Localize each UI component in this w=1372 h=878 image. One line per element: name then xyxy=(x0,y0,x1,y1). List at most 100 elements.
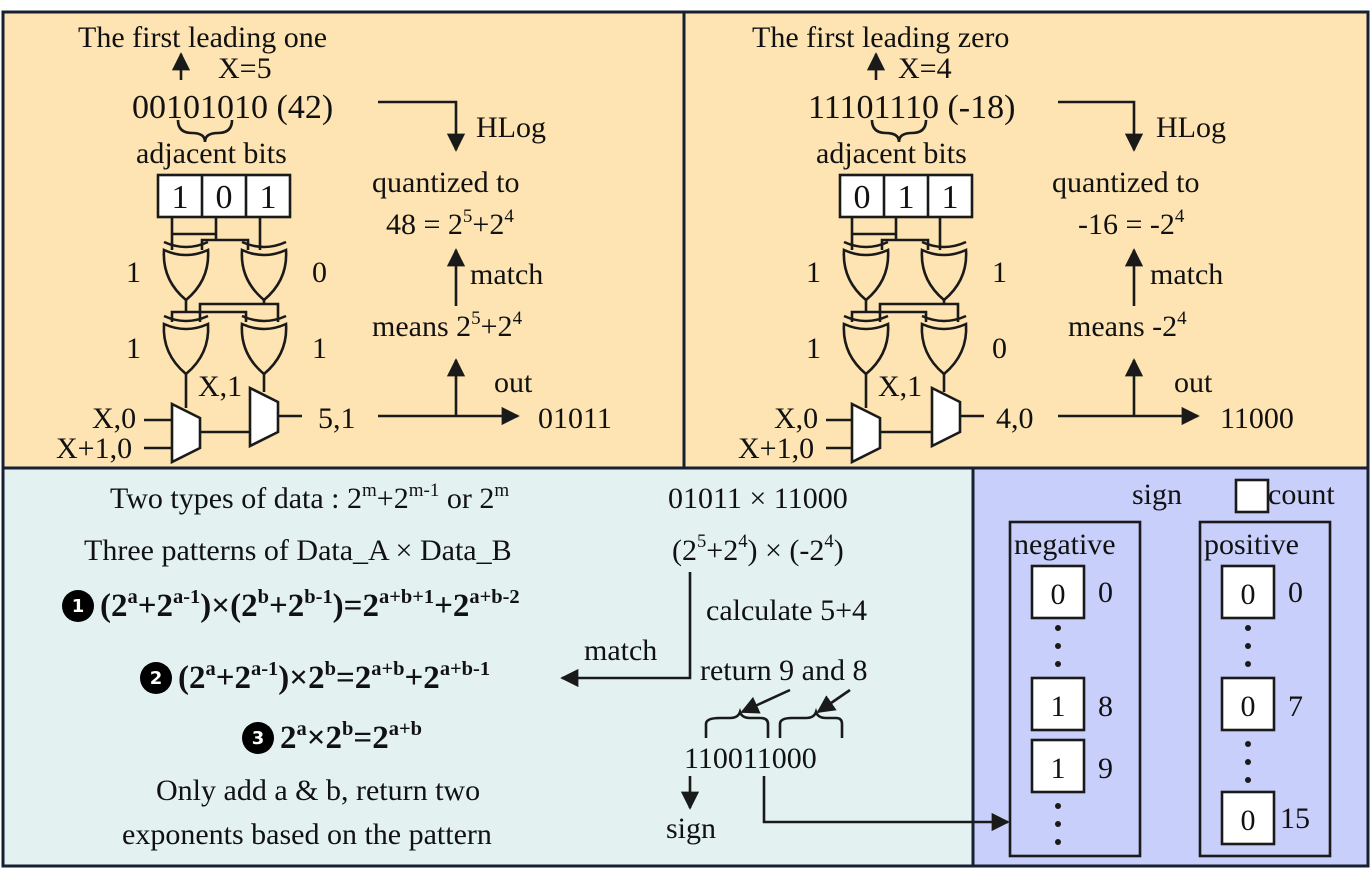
tr-adjacent-label: adjacent bits xyxy=(816,137,967,170)
tl-quantized-value: 48 = 25+24 xyxy=(386,206,514,241)
tr-mux-x1: X,1 xyxy=(878,370,922,403)
positive-cell-value: 0 xyxy=(1241,578,1256,611)
bottom-left-patterns: Two types of data : 2m+2m-1 or 2m Three … xyxy=(62,480,1010,851)
tr-quantized-to: quantized to xyxy=(1052,166,1199,199)
negative-cell-index: 9 xyxy=(1098,752,1113,785)
tr-bit-box xyxy=(838,173,974,219)
tl-match: match xyxy=(470,258,543,291)
tl-mux-x10: X+1,0 xyxy=(56,432,132,465)
pattern-1-badge xyxy=(62,590,94,622)
negative-cell xyxy=(1030,564,1086,620)
formula-part: +2 xyxy=(216,660,251,696)
top-right-leading-zero: The first leading zero X=4 11101110 (-18… xyxy=(738,21,1294,465)
tl-xor2-left: 1 xyxy=(126,332,141,365)
bl-bits-out: 110011000 xyxy=(684,742,817,775)
tr-mux xyxy=(850,401,882,465)
formula-part: (2 xyxy=(672,534,697,567)
tl-bit: 1 xyxy=(260,179,277,216)
bl-sign: sign xyxy=(666,812,716,845)
tr-hlog: HLog xyxy=(1156,111,1226,144)
negative-cell-value: 0 xyxy=(1051,578,1066,611)
tl-hlog-arrow xyxy=(378,100,466,152)
formula-part: 4 xyxy=(738,531,747,552)
panel-bottom-right xyxy=(971,466,1370,868)
tr-xor1-left: 1 xyxy=(806,256,821,289)
tr-out-value: 11000 xyxy=(1220,402,1294,435)
tr-match: match xyxy=(1150,258,1223,291)
bottom-right-counters: sign count negative 0 0 1 8 1 9 positive… xyxy=(1008,478,1335,858)
tr-means: means -24 xyxy=(1068,308,1187,343)
formula-part: (2 xyxy=(100,588,128,624)
formula-part: a-1 xyxy=(251,658,278,680)
top-left-leading-one: The first leading one X=5 00101010 (42) … xyxy=(56,21,612,465)
tr-xor2-right: 0 xyxy=(992,332,1007,365)
formula-part: b-1 xyxy=(304,586,332,608)
tr-mux-x0: X,0 xyxy=(774,402,818,435)
tr-x-label: X=4 xyxy=(898,52,952,85)
positive-cell-index: 15 xyxy=(1280,802,1310,835)
tr-out: out xyxy=(1174,366,1213,399)
tl-quantized-to: quantized to xyxy=(372,166,519,199)
tr-mux-x10: X+1,0 xyxy=(738,432,814,465)
bl-match: match xyxy=(584,634,657,667)
pattern-1: (2a+2a-1)×(2b+2b-1)=2a+b+1+2a+b-2 xyxy=(100,586,520,624)
positive-cell-index: 0 xyxy=(1288,576,1303,609)
bl-calculate: calculate 5+4 xyxy=(706,594,867,627)
positive-group xyxy=(1198,520,1332,858)
positive-cell-index: 7 xyxy=(1288,690,1303,723)
formula-part: 5 xyxy=(697,531,706,552)
formula-part: a+b-1 xyxy=(440,658,490,680)
formula-part: a+b xyxy=(371,658,404,680)
formula-part: b xyxy=(258,586,269,608)
tr-bit: 1 xyxy=(898,179,915,216)
bl-mult: 01011 × 11000 xyxy=(668,482,848,515)
positive-title: positive xyxy=(1204,528,1299,561)
tr-heading: The first leading zero xyxy=(752,21,1009,54)
tl-bit: 1 xyxy=(172,179,189,216)
pattern-3-badge xyxy=(242,722,274,754)
formula-part: +2 xyxy=(706,534,738,567)
formula-part: a xyxy=(206,658,216,680)
bl-line1: Two types of data : 2m+2m-1 or 2m xyxy=(110,480,509,515)
br-count: count xyxy=(1268,478,1335,511)
formula-part: a+b+1 xyxy=(379,586,434,608)
tl-out: out xyxy=(494,366,533,399)
tr-number: 11101110 (-18) xyxy=(808,89,1015,126)
tl-mux xyxy=(248,385,280,449)
formula-part: a-1 xyxy=(173,586,200,608)
tl-means: means 25+24 xyxy=(372,308,523,343)
formula-part: 2 xyxy=(280,720,297,756)
positive-cell-value: 0 xyxy=(1241,690,1256,723)
formula-part: )×2 xyxy=(278,660,324,696)
panel-top-left xyxy=(1,10,686,470)
tl-number: 00101010 (42) xyxy=(132,89,333,126)
formula-part: a xyxy=(297,718,307,740)
tr-bit: 0 xyxy=(854,179,871,216)
tl-xor2-right: 1 xyxy=(312,332,327,365)
tl-x-label: X=5 xyxy=(218,52,272,85)
tr-quantized-value: -16 = -24 xyxy=(1078,206,1185,241)
formula-part: )×(2 xyxy=(200,588,257,624)
bl-footer1: Only add a & b, return two xyxy=(156,774,480,807)
formula-part: =2 xyxy=(336,660,371,696)
pattern-1-number: 1 xyxy=(72,596,85,617)
negative-cell-value: 1 xyxy=(1051,690,1066,723)
formula-part: +2 xyxy=(138,588,173,624)
tl-adjacent-label: adjacent bits xyxy=(136,137,287,170)
bl-mult-expr: (25+24) × (-24) xyxy=(672,531,844,567)
formula-part: ) × (-2 xyxy=(748,534,825,567)
tl-mux-x1: X,1 xyxy=(198,370,242,403)
negative-cell-index: 8 xyxy=(1098,690,1113,723)
tl-brace xyxy=(176,119,234,143)
formula-part: )=2 xyxy=(333,588,379,624)
bl-return: return 9 and 8 xyxy=(700,654,867,687)
panel-top-right xyxy=(682,10,1370,470)
tr-mux-out: 4,0 xyxy=(996,402,1034,435)
br-count-swatch xyxy=(1234,478,1270,514)
pattern-2: (2a+2a-1)×2b=2a+b+2a+b-1 xyxy=(178,658,490,696)
formula-part: 4 xyxy=(824,531,833,552)
tl-mux-x0: X,0 xyxy=(92,402,136,435)
pattern-3: 2a×2b=2a+b xyxy=(280,718,422,756)
